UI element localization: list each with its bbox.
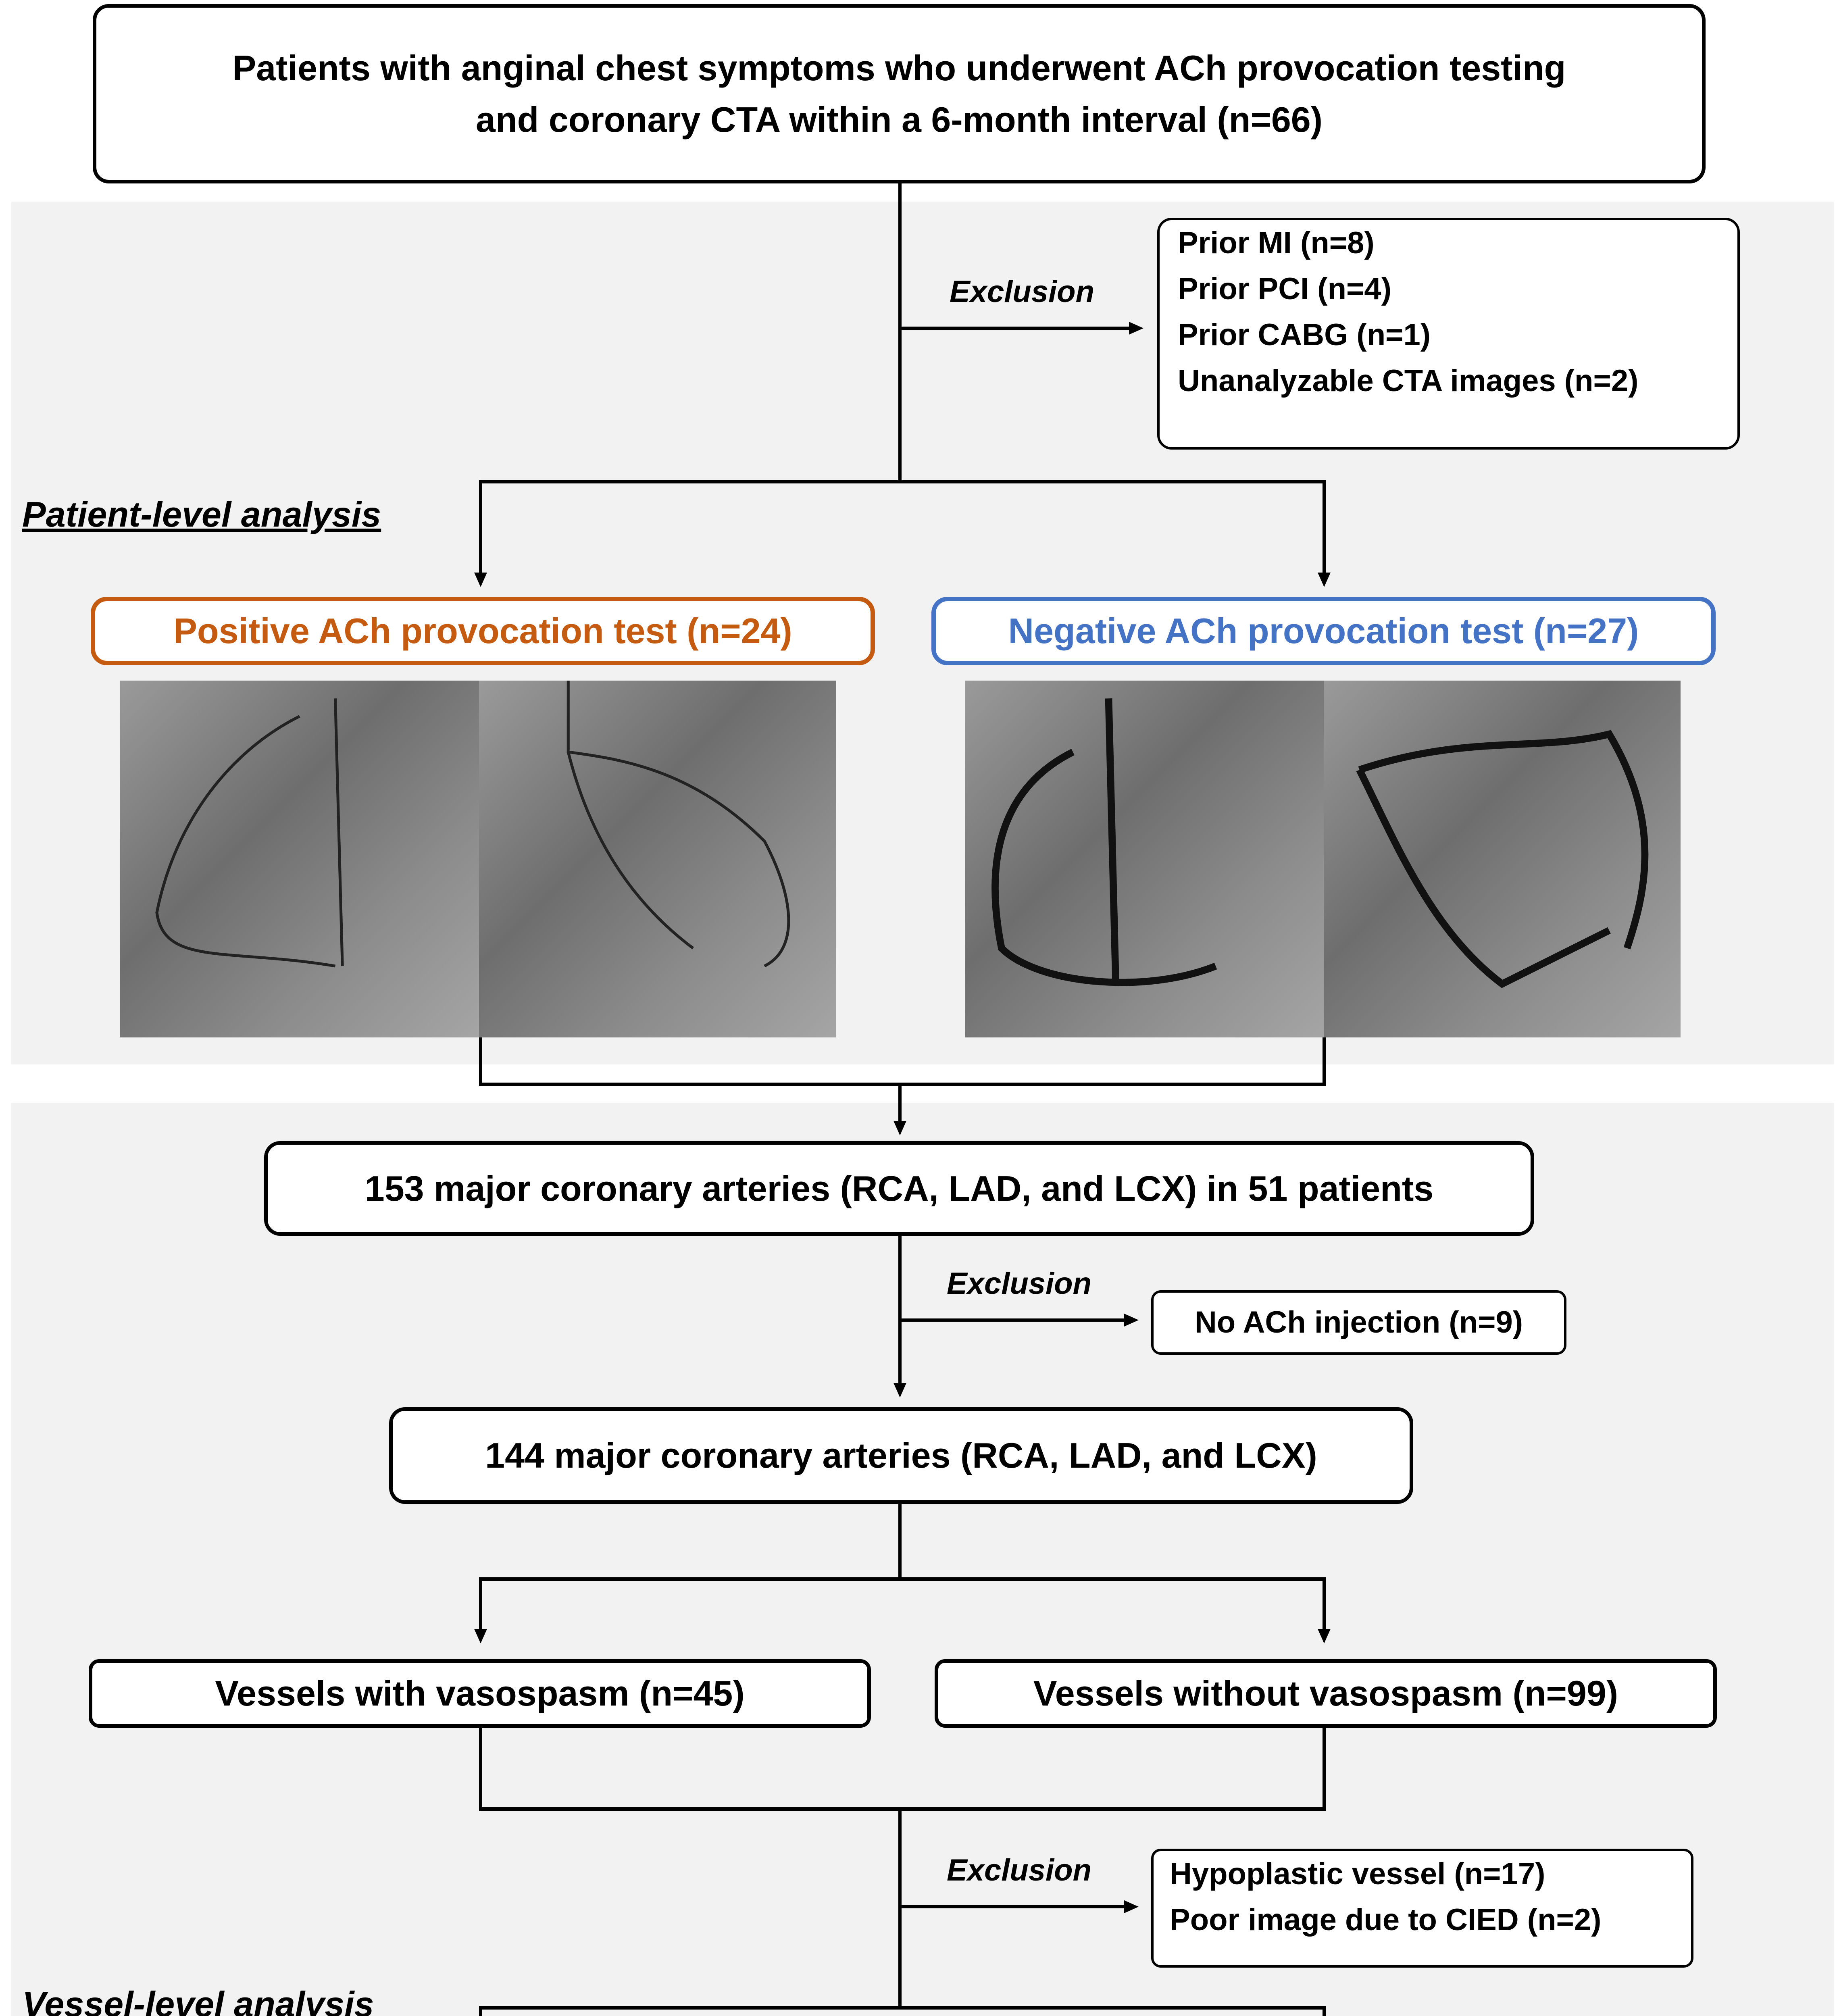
exclusion-box-3: Hypoplastic vessel (n=17) Poor image due… <box>1151 1849 1693 1968</box>
arrow-icon <box>474 573 487 587</box>
exclusion-label: Exclusion <box>947 1266 1091 1301</box>
connector <box>479 1083 1326 1086</box>
patient-level-heading: Patient-level analysis <box>22 494 381 534</box>
connector <box>479 1807 1326 1811</box>
connector <box>898 1318 1126 1322</box>
connector <box>479 480 482 573</box>
exclusion-label: Exclusion <box>947 1853 1091 1887</box>
arteries-153-box: 153 major coronary arteries (RCA, LAD, a… <box>264 1141 1534 1236</box>
arrow-icon <box>1318 1629 1331 1643</box>
connector <box>1323 2006 1326 2016</box>
connector <box>479 1577 1326 1581</box>
exclusion-box-1: Prior MI (n=8) Prior PCI (n=4) Prior CAB… <box>1157 218 1740 450</box>
connector <box>898 1504 902 1581</box>
negative-test-box: Negative ACh provocation test (n=27) <box>931 597 1716 665</box>
angiogram-negative-lca <box>1324 681 1681 1037</box>
connector <box>1323 1728 1326 1810</box>
connector <box>898 1236 902 1385</box>
exclusion-item: Prior PCI (n=4) <box>1178 272 1391 306</box>
exclusion-label: Exclusion <box>950 275 1094 309</box>
arrow-icon <box>474 1629 487 1643</box>
angiogram-negative-rca <box>965 681 1324 1037</box>
exclusion-item: Prior CABG (n=1) <box>1178 318 1431 352</box>
connector <box>898 183 902 482</box>
exclusion-item: Hypoplastic vessel (n=17) <box>1170 1857 1545 1891</box>
connector <box>1323 480 1326 573</box>
enrollment-line1: Patients with anginal chest symptoms who… <box>232 48 1566 88</box>
enrollment-line2: and coronary CTA within a 6-month interv… <box>475 99 1323 140</box>
arrow-icon <box>1318 573 1331 587</box>
arrow-icon <box>894 1121 906 1135</box>
angiogram-positive-lca <box>479 681 836 1037</box>
connector <box>479 1037 482 1086</box>
exclusion-item: Prior MI (n=8) <box>1178 226 1375 260</box>
connector <box>479 1577 482 1630</box>
connector <box>479 1728 482 1810</box>
arrow-icon <box>894 1383 906 1397</box>
connector <box>1323 1577 1326 1630</box>
arrow-icon <box>1124 1900 1139 1913</box>
arrow-icon <box>1129 322 1143 335</box>
arrow-icon <box>1124 1314 1139 1327</box>
exclusion-box-2: No ACh injection (n=9) <box>1151 1290 1566 1355</box>
connector <box>1323 1037 1326 1086</box>
exclusion-item: Unanalyzable CTA images (n=2) <box>1178 364 1639 398</box>
angiogram-positive-rca <box>120 681 479 1037</box>
arteries-144-box: 144 major coronary arteries (RCA, LAD, a… <box>389 1407 1413 1504</box>
connector <box>479 2006 482 2016</box>
vessel-level-heading: Vessel-level analysis <box>22 1984 374 2016</box>
connector <box>479 2006 1326 2010</box>
connector <box>479 480 1326 483</box>
connector <box>898 1905 1126 1908</box>
exclusion-item: Poor image due to CIED (n=2) <box>1170 1903 1602 1937</box>
vessels-with-vasospasm-45: Vessels with vasospasm (n=45) <box>89 1659 871 1728</box>
connector <box>898 327 1132 330</box>
vessels-without-vasospasm-99: Vessels without vasospasm (n=99) <box>935 1659 1717 1728</box>
positive-test-box: Positive ACh provocation test (n=24) <box>91 597 875 665</box>
enrollment-box: Patients with anginal chest symptoms who… <box>93 4 1706 183</box>
connector <box>898 1083 902 1123</box>
